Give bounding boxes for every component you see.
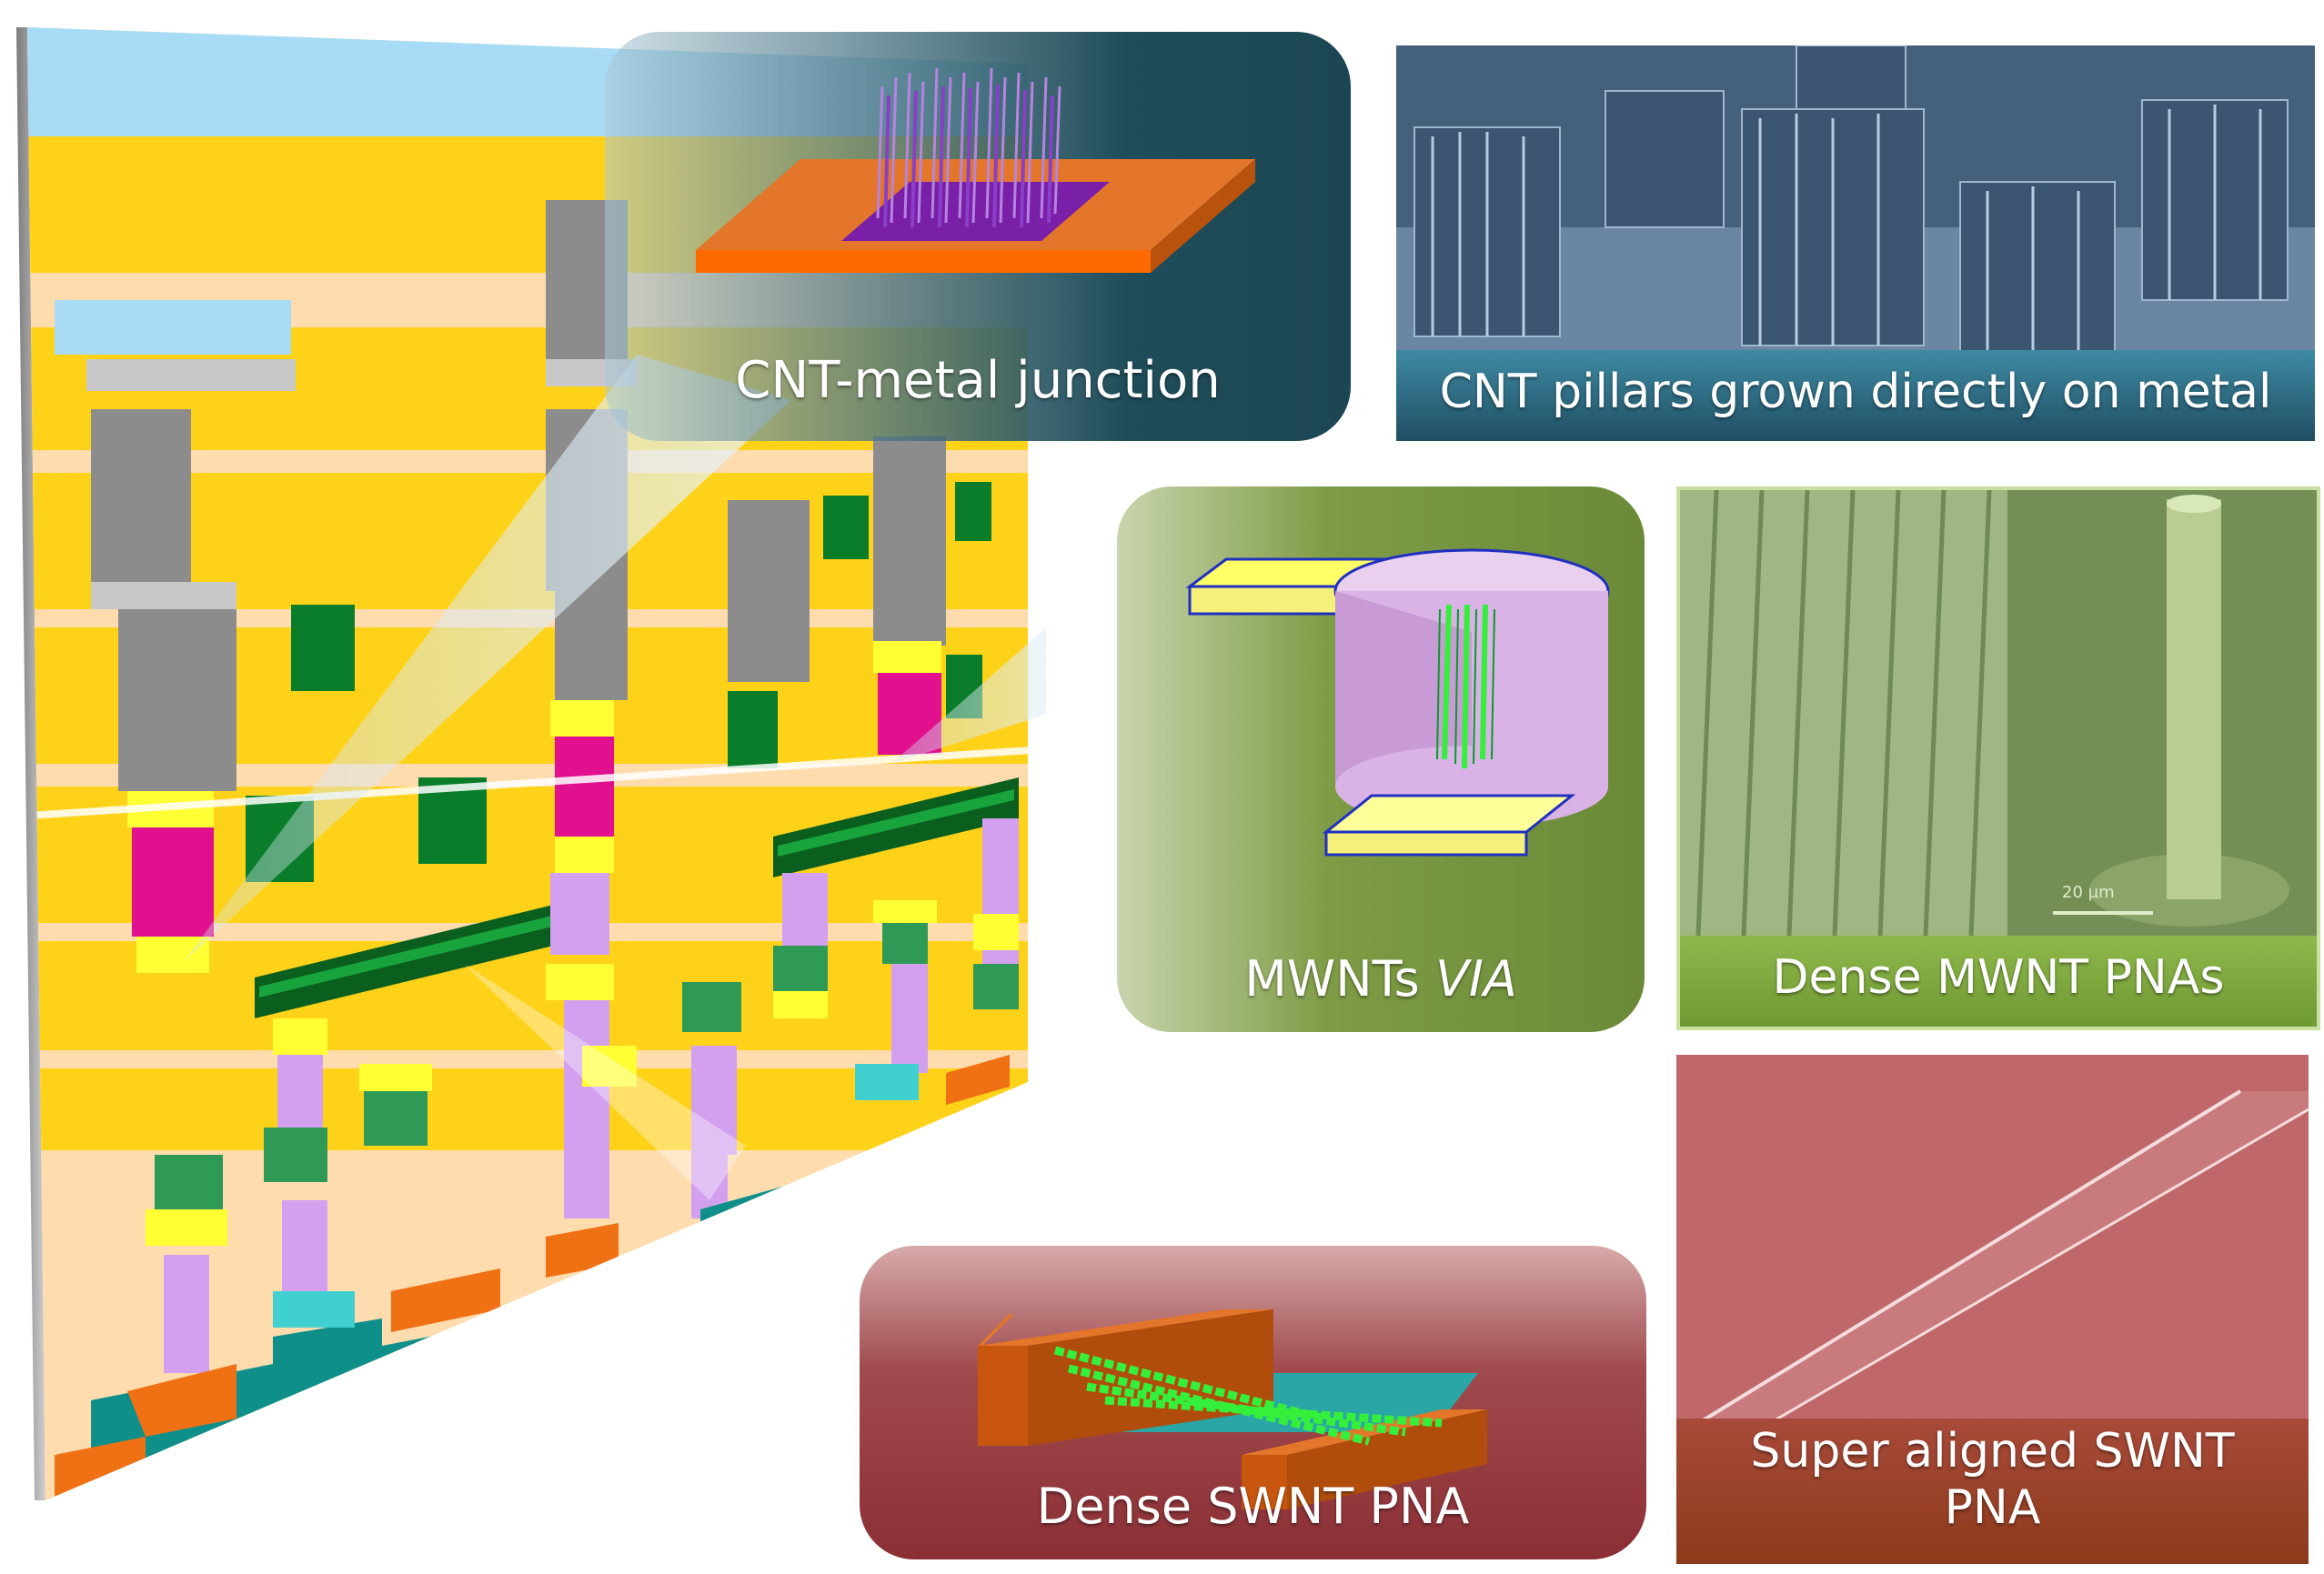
label-cnt-pillars: CNT pillars grown directly on metal: [1439, 365, 2272, 419]
sem-super-aligned-swnt: Super aligned SWNT PNA: [1676, 1055, 2309, 1564]
sem-cnt-pillars: CNT pillars grown directly on metal: [1396, 45, 2315, 441]
sem-swnt-image: [1676, 1055, 2309, 1464]
cone-junction: [182, 355, 791, 964]
label-mwnts-via-suffix: VIA: [1434, 950, 1517, 1008]
label-scale-bar: 20 µm: [2062, 883, 2115, 902]
callout-mwnts-via: MWNTs VIA: [1117, 486, 1645, 1032]
callout-cnt-metal-junction: CNT-metal junction: [605, 32, 1351, 441]
label-dense-mwnt-pnas: Dense MWNT PNAs: [1772, 950, 2225, 1005]
label-super-aligned-swnt: Super aligned SWNT PNA: [1750, 1424, 2235, 1536]
label-mwnts-via: MWNTs VIA: [1117, 950, 1645, 1009]
label-dense-swnt-pna: Dense SWNT PNA: [1036, 1478, 1470, 1535]
sem-mwnt-image: [1680, 490, 2317, 937]
label-mwnts-via-prefix: MWNTs: [1244, 950, 1435, 1008]
callout-dense-swnt-pna: Dense SWNT PNA: [860, 1246, 1646, 1559]
cone-via: [891, 627, 1046, 764]
cone-swnt: [464, 964, 746, 1200]
cnt-forest-on-metal-icon: [696, 67, 1255, 273]
label-cnt-metal-junction: CNT-metal junction: [735, 351, 1221, 410]
swnt-array-model-icon: [978, 1309, 1487, 1509]
sem-pillars-image: [1396, 45, 2315, 441]
sem-dense-mwnt-pnas: 20 µm Dense MWNT PNAs: [1676, 486, 2320, 1030]
via-model-icon: [1185, 548, 1610, 857]
